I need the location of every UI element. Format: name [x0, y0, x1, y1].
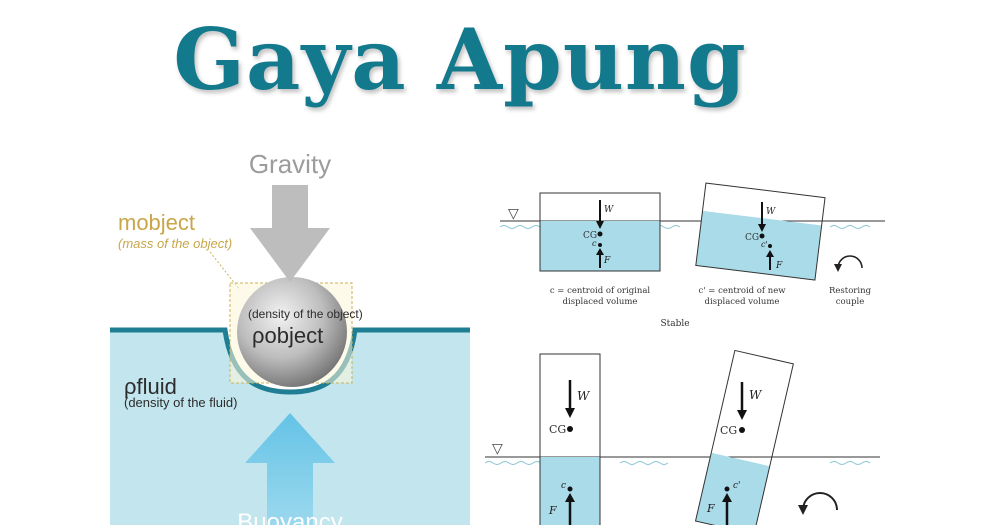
c-point-upright [598, 243, 602, 247]
fb-arrowhead-upright [596, 248, 604, 255]
page-title: Gaya Apung [173, 10, 747, 109]
c-prime-label-tall-tilted: c' [733, 481, 741, 491]
c-prime-point-tall-tilted [724, 486, 730, 492]
stability-diagram-tall: ▽ W CG c F W CG c' F [484, 349, 880, 525]
fb-arrowhead-tilted [766, 250, 774, 257]
stable-label: Stable [660, 319, 689, 329]
fb-arrowhead-tall [565, 493, 575, 502]
m-object-label: mobject [118, 210, 195, 235]
cg-point-tilted [759, 233, 765, 239]
c-prime-point-tilted [768, 244, 772, 248]
object-ball [237, 277, 347, 387]
weight-arrowhead-tilted [758, 224, 766, 232]
fb-label-tilted: F [775, 261, 783, 271]
cg-point-upright [597, 231, 603, 237]
caption-new-line2: displaced volume [705, 297, 780, 307]
cg-label-tall: CG [549, 423, 566, 436]
cg-label-upright: CG [583, 231, 597, 241]
c-label-tall: c [561, 481, 566, 491]
c-point-tall [567, 486, 573, 492]
weight-label-upright: W [604, 205, 614, 215]
tank-tilted-group [695, 182, 826, 281]
weight-label-tilted: W [766, 207, 776, 217]
m-object-note: (mass of the object) [118, 236, 232, 251]
weight-arrowhead-tall-tilted [737, 410, 747, 420]
cg-point-tall-tilted [739, 427, 745, 433]
gravity-arrow [250, 185, 330, 282]
stability-diagram-stable: ▽ W CG c F W CG c' F c = c [499, 182, 885, 329]
rho-object-note: (density of the object) [248, 307, 363, 321]
fb-label-tall: F [548, 504, 557, 517]
water-level-icon: ▽ [508, 206, 519, 222]
tall-box-tilted-water [695, 452, 770, 525]
caption-original-line2: displaced volume [563, 297, 638, 307]
restoring-couple-icon-bottom [802, 492, 838, 511]
caption-original-line1: c = centroid of original [550, 286, 651, 296]
rho-fluid-note: (density of the fluid) [124, 395, 237, 410]
restoring-couple-arrowhead [834, 264, 842, 272]
rho-object-label: ρobject [252, 323, 323, 348]
tall-box-tilted [694, 349, 794, 525]
restoring-label-line2: couple [836, 297, 865, 307]
weight-arrowhead-tall [565, 408, 575, 418]
buoyancy-arrow [245, 413, 335, 525]
fb-arrowhead-tall-tilted [722, 493, 732, 502]
tall-box-tilted-group [694, 349, 794, 525]
c-label-upright: c [592, 239, 597, 248]
weight-arrowhead-upright [596, 221, 604, 229]
buoyancy-diagram: Gravity mobject (mass of the object) (de… [110, 149, 470, 525]
gravity-label: Gravity [249, 149, 331, 179]
c-prime-label-tilted: c' [761, 240, 768, 249]
cg-label-tall-tilted: CG [720, 424, 737, 437]
rho-fluid-label: ρfluid [124, 374, 177, 399]
cg-point-tall [567, 426, 573, 432]
tank-tilted [695, 182, 826, 281]
fb-label-upright: F [603, 256, 611, 266]
water-level-icon-bottom: ▽ [492, 441, 503, 457]
cg-label-tilted: CG [745, 233, 759, 243]
tall-box-upright [539, 353, 601, 525]
restoring-couple-arrowhead-bottom [798, 505, 808, 515]
weight-label-tall: W [577, 389, 591, 403]
tank-tilted-water [695, 210, 822, 281]
tank-upright [539, 192, 661, 272]
restoring-couple-icon [837, 255, 863, 269]
buoyancy-label: Buoyancy [237, 509, 342, 525]
weight-label-tall-tilted: W [749, 388, 763, 402]
restoring-label-line1: Restoring [829, 286, 872, 296]
caption-new-line1: c' = centroid of new [698, 286, 786, 296]
water-ripples-bottom [484, 461, 871, 465]
fb-label-tall-tilted: F [706, 502, 715, 515]
